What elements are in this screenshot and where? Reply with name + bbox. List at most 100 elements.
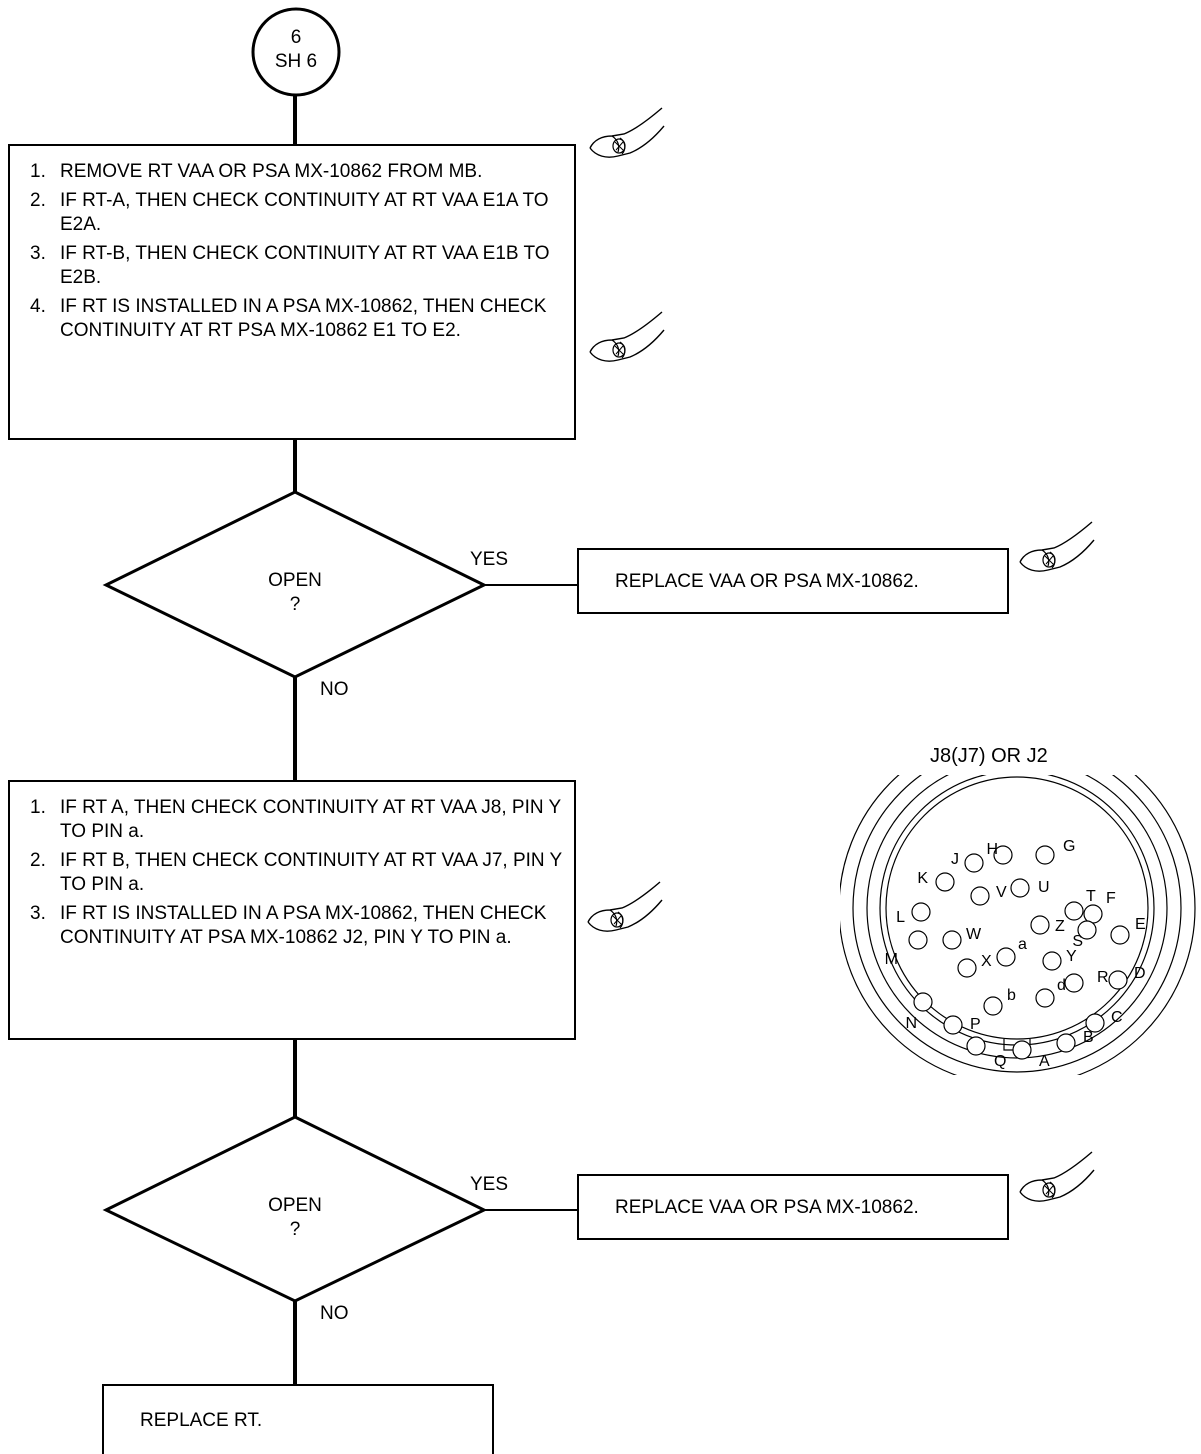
decision-1-mark: ? — [289, 594, 301, 615]
connector-pin-label: W — [966, 926, 982, 943]
connector-pin-Y — [1042, 951, 1062, 971]
connector-pin-B — [1056, 1033, 1076, 1053]
connector-pin-M — [908, 930, 928, 950]
connector-pin-label: Q — [994, 1053, 1006, 1070]
decision-2-mark: ? — [289, 1219, 301, 1240]
no-label-1: NO — [320, 679, 349, 700]
connector-pin-label: J — [951, 851, 959, 868]
step-text: IF RT-A, THEN CHECK CONTINUITY AT RT VAA… — [60, 190, 549, 235]
connector-pin-label: G — [1063, 838, 1075, 855]
connector-pin-W — [942, 930, 962, 950]
step-number: 1. — [30, 797, 46, 818]
decision-2-label: OPEN ? — [215, 1194, 375, 1242]
connector-pin-label: R — [1097, 969, 1109, 986]
connector-pin-label: F — [1106, 890, 1116, 907]
connector-pin-R — [1064, 973, 1084, 993]
action-box-2: REPLACE VAA OR PSA MX-10862. — [577, 1174, 1009, 1240]
connector-pin-label: T — [1086, 888, 1096, 905]
connector-pin-label: a — [1018, 936, 1027, 953]
connector-pin-G — [1035, 845, 1055, 865]
connector-pin-label: E — [1135, 916, 1146, 933]
step-box-1: 1. REMOVE RT VAA OR PSA MX-10862 FROM MB.… — [8, 144, 576, 440]
start-connector-number: 6 — [290, 27, 302, 48]
action-2-text: REPLACE VAA OR PSA MX-10862. — [615, 1197, 919, 1218]
connector-ring-2 — [852, 775, 1182, 1073]
box2-step-1: 1. IF RT A, THEN CHECK CONTINUITY AT RT V… — [10, 796, 564, 844]
connector-pin-Q — [966, 1036, 986, 1056]
connector-pin-P — [943, 1015, 963, 1035]
start-connector-label: 6 SH 6 — [256, 26, 336, 74]
connector-pin-E — [1110, 925, 1130, 945]
box1-step-2: 2. IF RT-A, THEN CHECK CONTINUITY AT RT V… — [10, 189, 564, 237]
connector-pin-label: K — [917, 870, 928, 887]
decision-1-label: OPEN ? — [215, 569, 375, 617]
connector-pin-D — [1108, 970, 1128, 990]
connector-pin-V — [970, 886, 990, 906]
connector-pin-label: H — [986, 841, 998, 858]
connector-pin-S — [1077, 920, 1097, 940]
step-list-1: 1. REMOVE RT VAA OR PSA MX-10862 FROM MB.… — [10, 160, 564, 343]
no-label-2: NO — [320, 1303, 349, 1324]
decision-2-question: OPEN — [268, 1195, 322, 1216]
box1-step-1: 1. REMOVE RT VAA OR PSA MX-10862 FROM MB. — [10, 160, 564, 184]
box2-step-2: 2.IF RT B, THEN CHECK CONTINUITY AT RT V… — [10, 849, 564, 897]
connector-pin-A — [1012, 1040, 1032, 1060]
step-text: IF RT IS INSTALLED IN A PSA MX-10862, TH… — [60, 296, 547, 341]
decision-1-question: OPEN — [268, 570, 322, 591]
step-box-2: 1. IF RT A, THEN CHECK CONTINUITY AT RT V… — [8, 780, 576, 1040]
connector-pin-label: Y — [1066, 948, 1077, 965]
connector-pin-H — [993, 845, 1013, 865]
final-box: REPLACE RT. — [102, 1384, 494, 1454]
step-list-2: 1. IF RT A, THEN CHECK CONTINUITY AT RT V… — [10, 796, 564, 950]
connector-pin-Z — [1030, 915, 1050, 935]
step-text: IF RT IS INSTALLED IN A PSA MX-10862, TH… — [60, 903, 547, 948]
connector-pin-d — [1035, 988, 1055, 1008]
connector-pin-J — [964, 853, 984, 873]
connector-pin-C — [1085, 1013, 1105, 1033]
connector-pin-U — [1010, 878, 1030, 898]
connector-title: J8(J7) OR J2 — [930, 745, 1048, 767]
box1-step-3: 3. IF RT-B, THEN CHECK CONTINUITY AT RT V… — [10, 242, 564, 290]
connector-pin-label: X — [981, 953, 992, 970]
box1-step-4: 4. IF RT IS INSTALLED IN A PSA MX-10862, … — [10, 295, 564, 343]
connector-pin-a — [996, 947, 1016, 967]
action-1-text: REPLACE VAA OR PSA MX-10862. — [615, 571, 919, 592]
connector-ring-5 — [885, 776, 1149, 1040]
connector-pin-b — [983, 996, 1003, 1016]
connector-pin-X — [957, 958, 977, 978]
connector-pin-label: A — [1039, 1053, 1050, 1070]
connector-pin-label: M — [885, 951, 898, 968]
connector-pin-label: D — [1134, 965, 1146, 982]
connector-pin-label: d — [1057, 977, 1066, 994]
step-text: REMOVE RT VAA OR PSA MX-10862 FROM MB. — [60, 161, 483, 182]
yes-label-1: YES — [470, 549, 509, 570]
connector-pin-label: B — [1083, 1029, 1094, 1046]
connector-pin-label: V — [996, 884, 1007, 901]
connector-pin-K — [935, 872, 955, 892]
connector-outer-ring — [840, 775, 1196, 1075]
connector-pin-F — [1083, 904, 1103, 924]
connector-pin-N — [913, 992, 933, 1012]
connector-pin-label: S — [1072, 933, 1083, 950]
step-number: 3. — [30, 243, 46, 264]
yes-label-2: YES — [470, 1174, 509, 1195]
connector-pin-T — [1064, 901, 1084, 921]
step-number: 4. — [30, 296, 46, 317]
connector-pin-label: L — [896, 909, 905, 926]
connector-pin-label: Z — [1055, 918, 1065, 935]
step-number: 3. — [30, 903, 46, 924]
final-box-text: REPLACE RT. — [140, 1410, 263, 1431]
step-number: 2. — [30, 850, 46, 871]
connector-pin-label: b — [1007, 987, 1016, 1004]
step-number: 1. — [30, 161, 46, 182]
start-connector-sheet: SH 6 — [274, 51, 318, 72]
step-text: IF RT-B, THEN CHECK CONTINUITY AT RT VAA… — [60, 243, 550, 288]
step-text: IF RT A, THEN CHECK CONTINUITY AT RT VAA… — [60, 797, 561, 842]
action-box-1: REPLACE VAA OR PSA MX-10862. — [577, 548, 1009, 614]
step-number: 2. — [30, 190, 46, 211]
decision-diamond-1 — [102, 490, 488, 679]
decision-diamond-2 — [102, 1115, 488, 1303]
